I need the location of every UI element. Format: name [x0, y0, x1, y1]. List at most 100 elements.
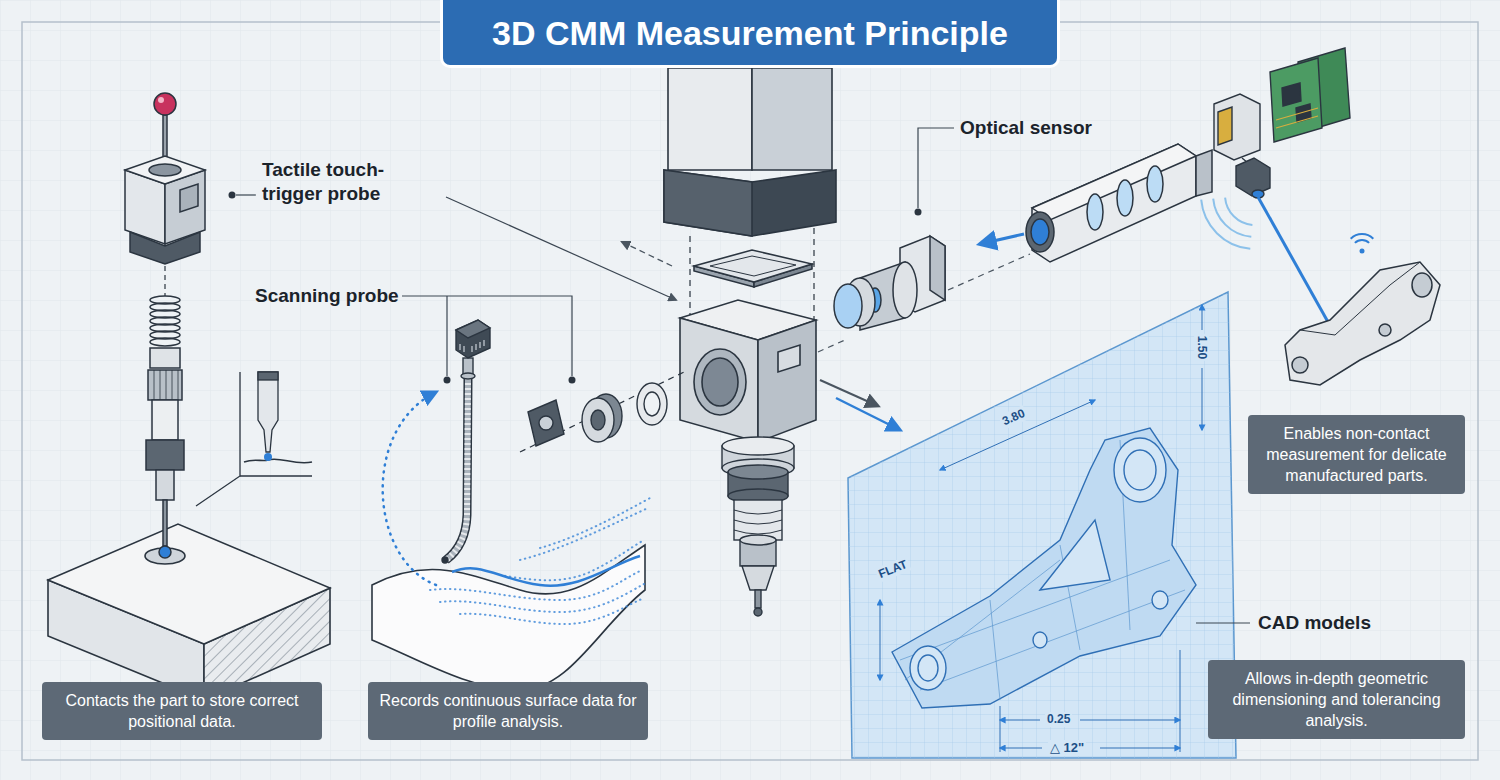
title-banner: 3D CMM Measurement Principle [440, 0, 1060, 68]
leader-lines [918, 128, 954, 208]
spindle [722, 437, 794, 616]
machine-column [664, 170, 836, 236]
cad-wireframe-part [1040, 520, 1110, 590]
workpiece-block [48, 524, 330, 644]
cad-wireframe-part [1114, 438, 1166, 502]
callout-label: Optical sensor [960, 116, 1092, 140]
exploded-parts [591, 410, 605, 430]
zoom-inset [196, 372, 240, 506]
exploded-parts [539, 416, 553, 430]
optical-beam [1258, 197, 1328, 322]
callout-label: Tactile touch-trigger probe [262, 158, 444, 206]
scanning-probe [446, 378, 468, 560]
zoom-inset [264, 453, 272, 461]
touch-trigger-probe [180, 184, 198, 212]
dimension-lines [1000, 720, 1040, 721]
callout-label: Scanning probe [255, 284, 399, 308]
caption-box: Contacts the part to store correct posit… [42, 682, 322, 740]
cube-arrows [820, 380, 878, 406]
leader-lines [444, 377, 451, 384]
zoom-inset [258, 372, 278, 380]
camera-body [1026, 144, 1212, 262]
machine-column [664, 170, 752, 236]
probe-head-cube [778, 345, 800, 372]
touch-trigger-probe [150, 348, 180, 368]
camera-body [1087, 194, 1103, 230]
sensor-electronics [1296, 104, 1311, 122]
leader-lines [915, 209, 922, 216]
optical-beam [1225, 198, 1252, 225]
sensor-electronics [1252, 190, 1264, 198]
touch-trigger-probe [149, 164, 181, 176]
dimension-lines [1080, 720, 1180, 721]
scanning-probe [446, 378, 468, 560]
dimension-lines [1196, 622, 1250, 623]
touch-trigger-probe [148, 370, 182, 400]
scanned-surface [372, 545, 645, 690]
optical-axis [948, 254, 1030, 290]
optical-lens-assembly [834, 236, 945, 330]
caption-text: Records continuous surface data for prof… [378, 690, 638, 732]
camera-body [1117, 180, 1133, 216]
optical-lens-assembly [930, 236, 945, 300]
camera-body [1032, 144, 1196, 262]
cad-sheet [848, 292, 1236, 758]
optical-lens-assembly [893, 262, 917, 318]
title-text: 3D CMM Measurement Principle [492, 13, 1008, 53]
cube-arrows [622, 242, 900, 430]
exploded-parts [520, 372, 684, 452]
touch-trigger-probe [158, 97, 164, 103]
touch-trigger-probe [163, 115, 167, 160]
touch-trigger-probe [154, 93, 176, 115]
touch-trigger-probe [159, 546, 171, 558]
dimension-lines [880, 600, 881, 680]
camera-body [1031, 219, 1049, 245]
optical-beam [980, 197, 1373, 322]
leader-lines [402, 296, 572, 376]
dimension-lines [1000, 706, 1001, 752]
leader-lines [446, 197, 676, 300]
caption-box: Records continuous surface data for prof… [368, 682, 648, 740]
point-cloud [520, 508, 648, 560]
measured-part [1285, 262, 1440, 385]
dimension-lines [880, 305, 1250, 752]
leader-lines [446, 296, 447, 376]
probe-head-cube [758, 320, 816, 442]
cad-sheet [848, 292, 1236, 758]
point-cloud [460, 598, 644, 624]
touch-trigger-probe [163, 500, 167, 546]
machine-column [752, 68, 832, 170]
machine-column [668, 68, 752, 170]
touch-trigger-probe [156, 470, 174, 500]
exploded-parts [528, 400, 564, 446]
caption-box: Enables non-contact measurement for deli… [1248, 415, 1465, 494]
leader-lines [229, 128, 955, 384]
camera-body [1147, 166, 1163, 202]
cad-wireframe-part [892, 428, 1196, 708]
dimension-label: △ 12" [1048, 740, 1086, 756]
cad-wireframe-part [910, 646, 946, 690]
touch-trigger-probe [164, 266, 165, 296]
spindle [742, 566, 774, 590]
probe-head-cube [702, 358, 738, 406]
machine-column [664, 68, 836, 320]
probe-head-cube [680, 300, 816, 442]
sensor-electronics [1218, 107, 1232, 145]
touch-trigger-probe [125, 156, 205, 184]
cad-sheet [848, 292, 1236, 758]
zoom-inset [240, 475, 312, 476]
scanning-probe [442, 320, 490, 563]
spindle [734, 510, 782, 534]
caption-box: Allows in-depth geometric dimensioning a… [1208, 660, 1465, 739]
point-cloud [540, 498, 650, 548]
callout-label: CAD models [1258, 611, 1371, 635]
cad-wireframe-part [1124, 450, 1156, 490]
sensor-electronics [1270, 58, 1322, 142]
measured-part [1285, 262, 1440, 385]
camera-body [1196, 150, 1212, 196]
zoom-inset [244, 459, 312, 463]
scanning-probe [461, 373, 475, 379]
machine-column [710, 256, 796, 276]
spindle [755, 590, 761, 608]
